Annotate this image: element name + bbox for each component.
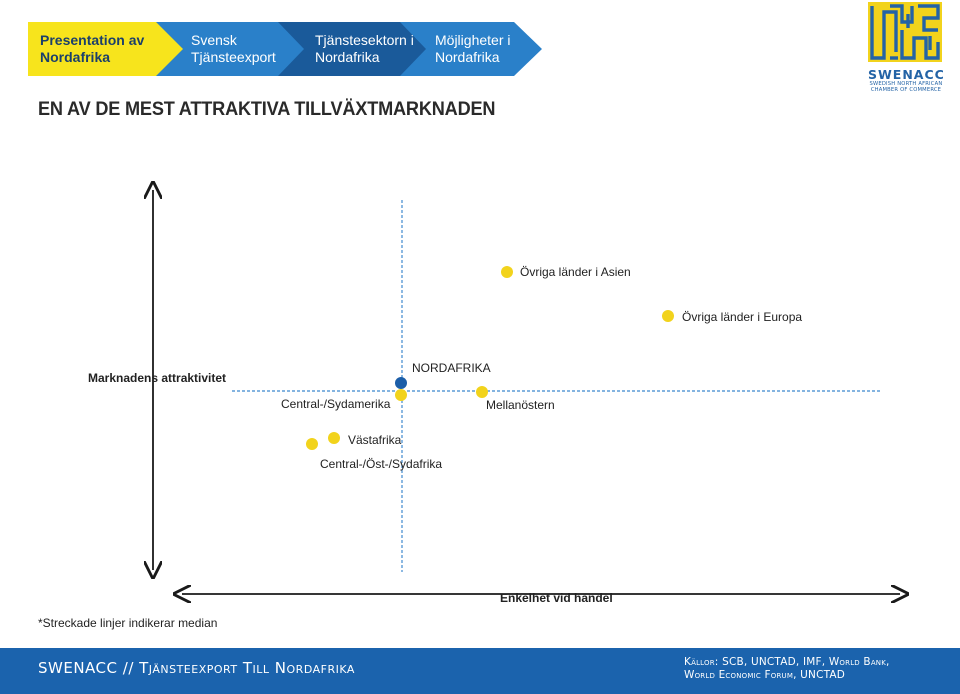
kufic-logo-mark-icon <box>868 2 942 62</box>
point-central-ost-sydafrika <box>306 438 318 450</box>
breadcrumb-step-line: Möjligheter i <box>435 32 511 48</box>
point-label-vastafrika: Västafrika <box>348 433 402 447</box>
point-mellanostern <box>476 386 488 398</box>
breadcrumb-step-line: Tjänstesektorn i <box>315 32 414 48</box>
logo-subtitle-line: SWEDISH NORTH AFRICAN <box>869 81 943 87</box>
logo-wordmark: SWENACC <box>868 67 945 82</box>
breadcrumb-step-line: Presentation av <box>40 32 145 48</box>
footer-bar: SWENACC // Tjänsteexport Till Nordafrika… <box>0 648 960 694</box>
point-label-mellanostern: Mellanöstern <box>486 398 555 412</box>
footer-sources-line: Källor: SCB, UNCTAD, IMF, World Bank, <box>684 656 890 668</box>
attractiveness-matrix <box>0 0 960 640</box>
point-ovriga-asien <box>501 266 513 278</box>
median-footnote: *Streckade linjer indikerar median <box>38 616 218 630</box>
point-nordafrika <box>395 377 407 389</box>
point-ovriga-europa <box>662 310 674 322</box>
point-label-nordafrika: NORDAFRIKA <box>412 361 491 375</box>
point-label-ovriga-europa: Övriga länder i Europa <box>682 310 803 324</box>
breadcrumb-step-line: Svensk <box>191 32 237 48</box>
breadcrumb-step-line: Nordafrika <box>315 49 380 65</box>
logo-subtitle-line: CHAMBER OF COMMERCE <box>870 87 942 93</box>
point-label-central-sydamerika: Central-/Sydamerika <box>281 397 391 411</box>
point-central-sydamerika <box>395 389 407 401</box>
y-axis-label: Marknadens attraktivitet <box>88 371 227 385</box>
point-label-ovriga-asien: Övriga länder i Asien <box>520 265 631 279</box>
point-vastafrika <box>328 432 340 444</box>
swenacc-logo: SWENACC SWEDISH NORTH AFRICAN CHAMBER OF… <box>868 2 945 93</box>
breadcrumb-step-line: Tjänsteexport <box>191 49 276 65</box>
page-title: EN AV DE MEST ATTRAKTIVA TILLVÄXTMARKNAD… <box>38 98 496 120</box>
footer-title: SWENACC // Tjänsteexport Till Nordafrika <box>38 659 355 677</box>
x-axis-label: Enkelhet vid handel <box>500 591 613 605</box>
point-label-central-ost-sydafrika: Central-/Öst-/Sydafrika <box>320 457 443 471</box>
breadcrumb-step-line: Nordafrika <box>40 49 111 65</box>
footer-sources: Källor: SCB, UNCTAD, IMF, World Bank, Wo… <box>684 656 890 682</box>
breadcrumb-step-line: Nordafrika <box>435 49 500 65</box>
footer-sources-line: World Economic Forum, UNCTAD <box>684 669 846 681</box>
